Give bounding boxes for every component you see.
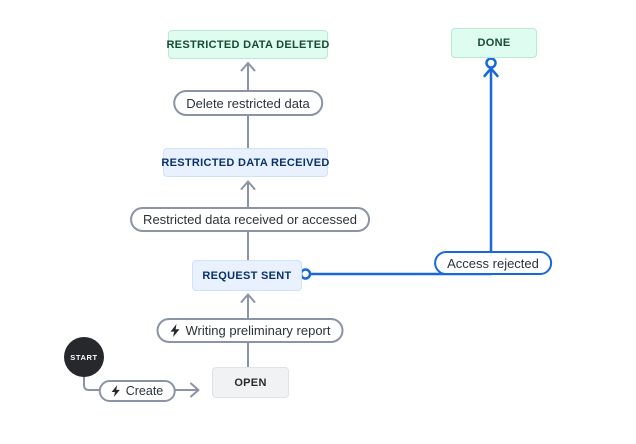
status-label: RESTRICTED DATA DELETED [166,38,330,51]
transition-restricted-data-received-or-accessed[interactable]: Restricted data received or accessed [130,207,370,232]
edge-endpoint-circle[interactable] [299,268,312,280]
status-open[interactable]: OPEN [212,367,289,398]
arrowhead-right-icon [190,382,200,398]
status-label: REQUEST SENT [202,269,292,282]
transition-writing-preliminary-report[interactable]: Writing preliminary report [156,318,344,343]
edge-endpoint-circle[interactable] [485,57,497,69]
status-request-sent[interactable]: REQUEST SENT [192,260,302,291]
transition-label: Access rejected [447,255,539,271]
lightning-icon [111,385,121,397]
status-label: DONE [477,37,511,49]
lightning-icon [170,324,181,337]
edge-create[interactable] [83,375,200,398]
status-label: RESTRICTED DATA RECEIVED [161,156,330,169]
transition-create[interactable]: Create [98,380,176,402]
transition-access-rejected[interactable]: Access rejected [434,251,552,275]
status-restricted-data-deleted[interactable]: RESTRICTED DATA DELETED [166,30,330,59]
start-node[interactable]: START [64,337,104,377]
status-restricted-data-received[interactable]: RESTRICTED DATA RECEIVED [161,148,330,177]
transition-label: Writing preliminary report [185,323,331,338]
edge-access-rejected[interactable] [299,57,499,280]
arrowhead-up-icon [240,293,256,303]
status-label: OPEN [234,376,267,389]
arrowhead-up-icon [240,180,256,190]
start-label: START [70,352,98,362]
transition-label: Delete restricted data [186,95,310,111]
status-done[interactable]: DONE [451,28,537,58]
transition-label: Create [125,384,164,398]
transition-delete-restricted-data[interactable]: Delete restricted data [173,90,323,116]
arrowhead-up-icon [240,62,256,72]
transition-label: Restricted data received or accessed [143,212,357,227]
